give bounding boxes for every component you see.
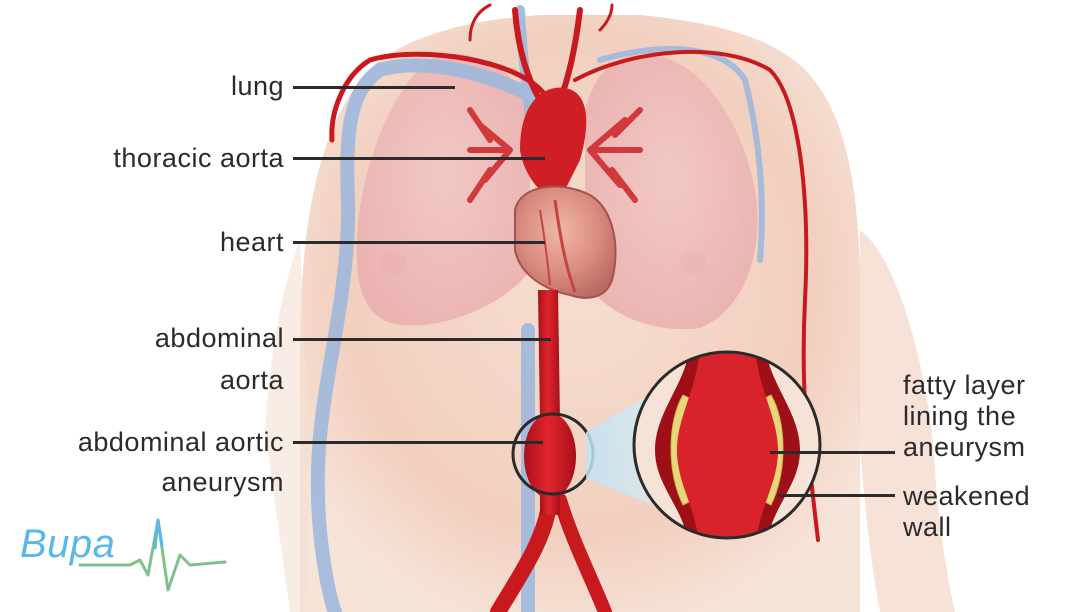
leader-abdominal-aorta [293,338,551,341]
label-thoracic-aorta: thoracic aorta [113,142,284,175]
leader-thoracic-aorta [293,157,545,160]
leader-lung [293,86,455,89]
leader-heart [293,241,545,244]
label-aaa-2: aneurysm [161,466,284,499]
label-fatty-1: fatty layer [903,370,1026,400]
label-abdominal-aorta-1: abdominal [155,322,284,355]
label-aaa-1: abdominal aortic [78,426,284,459]
label-lung: lung [231,70,284,103]
label-heart: heart [220,226,284,259]
label-fatty-3: aneurysm [903,432,1026,462]
label-abdominal-aorta-2: aorta [220,364,284,397]
label-weakened-1: weakened [903,481,1030,511]
label-weakened-2: wall [903,512,952,542]
leader-weakened-wall [778,494,895,497]
bupa-logo: Bupa [20,522,115,567]
label-fatty-2: lining the [903,401,1016,431]
leader-aaa [293,441,543,444]
leader-fatty-layer [770,451,895,454]
